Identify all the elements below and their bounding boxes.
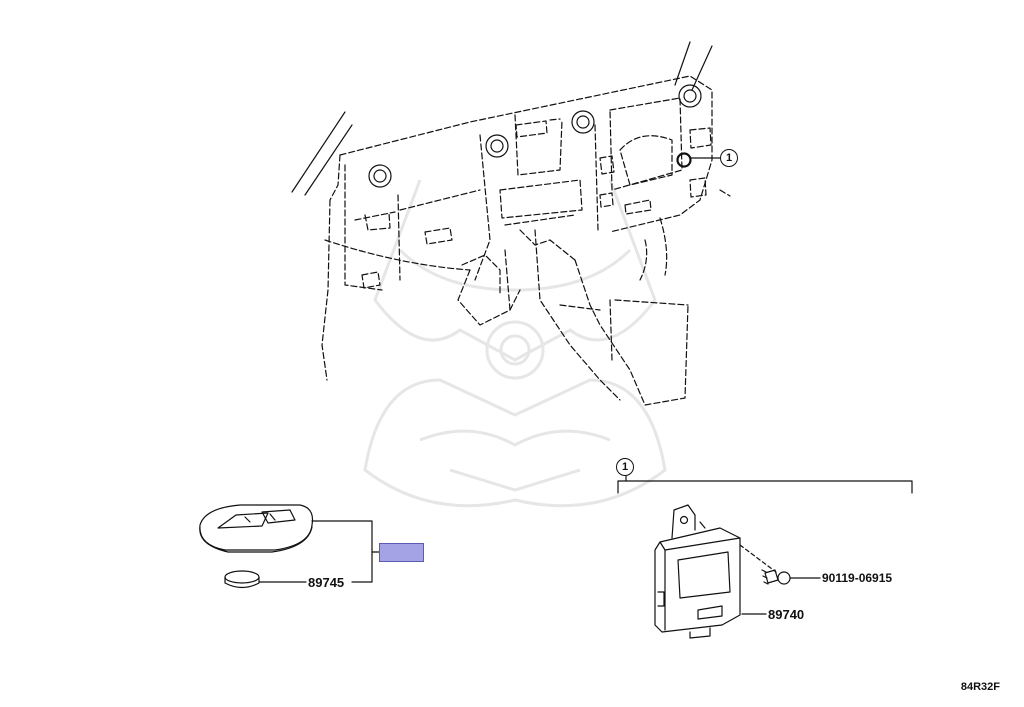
callout-marker-dash: 1	[720, 149, 738, 167]
part-label-battery[interactable]: 89745	[308, 575, 345, 590]
illustration-code: 84R32F	[960, 681, 1000, 693]
callout-marker-module-group: 1	[616, 458, 634, 476]
vent-circles	[368, 84, 702, 188]
part-label-receiver-module[interactable]: 89740	[768, 607, 805, 622]
bolt-dashed-guide	[739, 544, 777, 573]
coin-battery-icon	[224, 570, 260, 589]
part-label-bolt[interactable]: 90119-06915	[822, 571, 893, 585]
module-location-marker	[676, 152, 692, 168]
dashboard-illustration	[321, 75, 731, 406]
bolt-icon	[761, 569, 791, 585]
highlighted-part-tag[interactable]	[379, 543, 424, 562]
fob-leaders	[258, 520, 381, 583]
receiver-module-icon	[654, 504, 741, 639]
module-group-bracket	[617, 475, 913, 494]
windshield-pillars	[291, 41, 713, 196]
smart-key-fob-icon	[199, 504, 314, 553]
highlighted-part-tag-fill	[379, 543, 424, 562]
